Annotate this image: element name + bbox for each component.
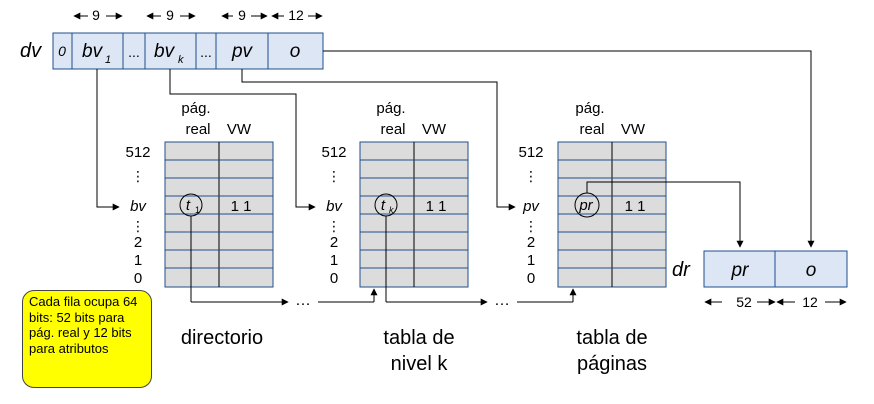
bits-bvk: 9 <box>166 7 174 23</box>
dv-bv1: bv <box>82 41 104 62</box>
dr-pr: pr <box>731 260 750 281</box>
directory-vdots-bottom: ⋮ <box>131 218 145 234</box>
dr-bits-pr: 52 <box>736 294 752 310</box>
directory-caption: directorio <box>181 327 263 349</box>
row-size-note: Cada fila ocupa 64 bits: 52 bits para pá… <box>22 290 152 388</box>
directory-table: pág. real VW 512 ⋮ bv ⋮ 2 1 0 t 1 1 1 di… <box>125 100 274 349</box>
pages-vdots-top: ⋮ <box>524 168 538 184</box>
pages-caption-2: páginas <box>577 353 647 375</box>
levelk-row-0: 0 <box>330 270 338 287</box>
levelk-vdots-bottom: ⋮ <box>327 218 341 234</box>
levelk-entry-bits: 1 1 <box>426 198 447 215</box>
levelk-caption-1: tabla de <box>383 327 454 349</box>
chain-dots-1: … <box>295 292 311 309</box>
directory-header-vw: VW <box>227 121 252 138</box>
levelk-row-512: 512 <box>321 144 346 161</box>
dr-register: pr o 52 12 <box>703 250 848 310</box>
directory-row-512: 512 <box>125 144 150 161</box>
levelk-row-1: 1 <box>330 252 338 269</box>
directory-header-pag: pág. <box>181 100 210 117</box>
bits-o: 12 <box>288 7 304 23</box>
pages-header-pag: pág. <box>575 100 604 117</box>
levelk-entry-sub: k <box>389 205 394 215</box>
pages-header-real: real <box>579 121 604 138</box>
pages-row-0: 0 <box>527 270 535 287</box>
dv-register: 0 bv 1 ... bv k ... pv o <box>52 32 324 70</box>
bits-bv1: 9 <box>92 7 100 23</box>
pages-row-512: 512 <box>518 144 543 161</box>
levelk-header-real: real <box>380 121 405 138</box>
dv-o: o <box>290 41 301 62</box>
directory-row-bv: bv <box>130 198 147 215</box>
dv-dots-2: ... <box>200 44 212 60</box>
levelk-row-bv: bv <box>326 198 343 215</box>
levelk-header-vw: VW <box>422 121 447 138</box>
pages-entry-bits: 1 1 <box>625 198 646 215</box>
levelk-caption-2: nivel k <box>391 353 449 375</box>
directory-row-1: 1 <box>134 252 142 269</box>
directory-row-2: 2 <box>134 234 142 251</box>
levelk-row-2: 2 <box>330 234 338 251</box>
dv-connectors <box>96 50 815 248</box>
directory-row-0: 0 <box>134 270 142 287</box>
pages-table: pág. real VW 512 ⋮ pv ⋮ 2 1 0 pr 1 1 tab… <box>518 100 667 375</box>
directory-entry: t <box>186 197 191 214</box>
level-k-table: pág. real VW 512 ⋮ bv ⋮ 2 1 0 t k 1 1 ta… <box>321 100 469 375</box>
directory-entry-bits: 1 1 <box>231 198 252 215</box>
bits-pv: 9 <box>238 7 246 23</box>
dv-bv1-sub: 1 <box>105 54 111 66</box>
pages-entry: pr <box>578 197 593 214</box>
dr-label: dr <box>672 259 691 281</box>
dv-pv: pv <box>231 41 254 62</box>
dr-bits-o: 12 <box>802 294 818 310</box>
dv-bvk-sub: k <box>178 54 184 66</box>
pages-row-pv: pv <box>522 198 540 215</box>
levelk-entry: t <box>381 197 386 214</box>
chain-dots-2: … <box>494 292 510 309</box>
dr-o: o <box>806 260 817 281</box>
table-chain: … … <box>190 181 744 309</box>
dv-bvk: bv <box>154 41 176 62</box>
pages-row-1: 1 <box>527 252 535 269</box>
levelk-vdots-top: ⋮ <box>327 168 341 184</box>
directory-header-real: real <box>185 121 210 138</box>
dv-bit-widths: 9 9 9 12 <box>73 7 323 23</box>
directory-vdots-top: ⋮ <box>131 168 145 184</box>
pages-vdots-bottom: ⋮ <box>524 218 538 234</box>
pages-caption-1: tabla de <box>576 327 647 349</box>
dv-label: dv <box>20 40 42 62</box>
pages-row-2: 2 <box>527 234 535 251</box>
directory-entry-sub: 1 <box>195 205 200 215</box>
dv-zero: 0 <box>58 43 66 59</box>
dv-dots-1: ... <box>128 44 140 60</box>
pages-header-vw: VW <box>621 121 646 138</box>
levelk-header-pag: pág. <box>376 100 405 117</box>
